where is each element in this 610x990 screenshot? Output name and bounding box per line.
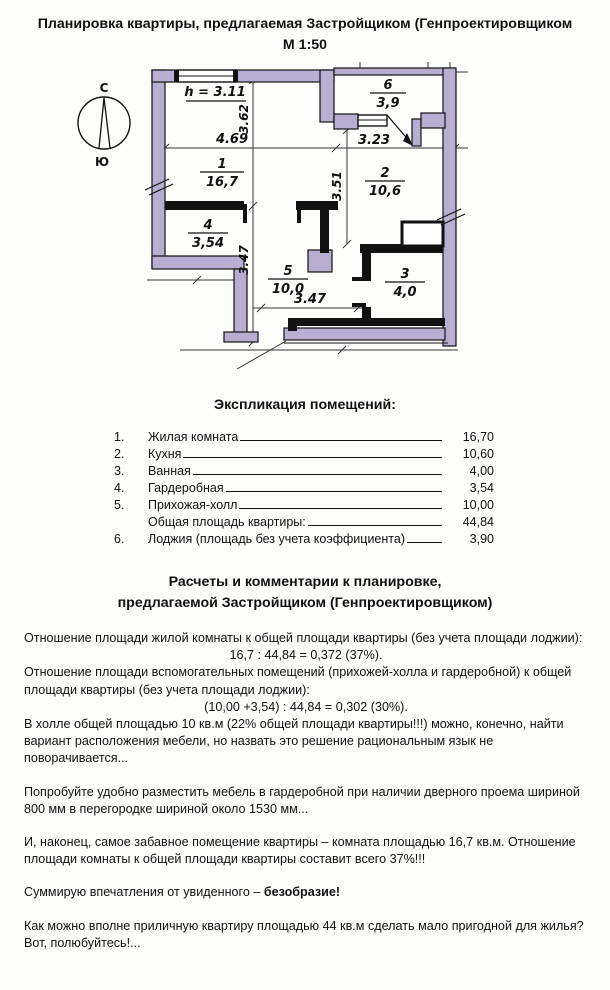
room-label-6: 6 3,9 [370,78,406,111]
svg-text:10,6: 10,6 [369,184,401,199]
room-label-4: 4 3,54 [188,218,228,251]
ceiling-height-label: h = 3.11 [184,85,245,100]
row-number: 5. [114,498,125,512]
svg-text:6: 6 [383,78,392,93]
comments-heading-line-2: предлагаемой Застройщиком (Генпроектиров… [117,595,493,611]
vent-shaft [400,220,445,248]
row-label: Ванная [148,464,191,478]
row-number: 2. [114,447,125,461]
interior-partitions [165,201,445,331]
row-label: Прихожая-холл [148,498,238,512]
row-leader-line [307,525,442,526]
dimension-labels: 4.69 3.23 3.62 3.51 3.47 3.47 [215,104,390,307]
wall-break-marks [144,178,466,226]
paragraph-3: В холле общей площадью 10 кв.м (22% обще… [24,717,564,766]
explication-row: 1. Жилая комната 16,70 [114,427,494,444]
row-value: 3,54 [469,481,494,495]
explication-heading: Экспликация помещений: [214,397,396,413]
paragraph-4: Попробуйте удобно разместить мебель в га… [24,784,580,816]
room-label-1: 1 16,7 [200,157,244,190]
row-number: 3. [114,464,125,478]
svg-text:4,0: 4,0 [392,285,416,300]
explication-row: 5. Прихожая-холл 10,00 [114,495,494,512]
row-label: Общая площадь квартиры: [148,515,306,529]
title-line-1: Планировка квартиры, предлагаемая Застро… [37,16,573,32]
dim-room1-width: 4.69 [215,132,248,147]
floor-plan-drawing: С Ю h = 3.11 1 16,7 6 3,9 2 10,6 [77,62,468,370]
svg-text:3: 3 [400,267,409,282]
windows [174,69,448,344]
row-number: 6. [114,532,125,546]
paragraph-2-formula: (10,00 +3,54) : 44,84 = 0,302 (30%). [204,699,408,714]
paragraph-1-formula: 16,7 : 44,84 = 0,372 (37%). [229,648,383,663]
ceiling-height: h = 3.11 [184,85,246,102]
compass-north-label: С [100,81,109,95]
row-value: 4,00 [469,464,494,478]
dim-room1-height: 3.62 [237,104,251,134]
comments-heading-line-1: Расчеты и комментарии к планировке, [168,574,442,590]
dim-kitchen-width: 3.23 [358,133,390,148]
explication-row-total: Общая площадь квартиры: 44,84 [114,512,494,529]
comments-body: Отношение площади жилой комнаты к общей … [24,630,588,952]
row-label: Гардеробная [148,481,224,495]
paragraph-1-text: Отношение площади жилой комнаты к общей … [24,631,583,645]
room-label-5: 5 10,0 [268,264,308,297]
svg-text:10,0: 10,0 [272,282,304,297]
row-leader-line [192,474,442,475]
row-label: Жилая комната [148,430,239,444]
row-leader-line [407,542,442,543]
row-leader-line [239,508,442,509]
dim-hall-width: 3.47 [294,292,327,307]
row-value: 10,60 [462,447,494,461]
row-number: 1. [114,430,125,444]
row-value: 16,70 [462,430,494,444]
paragraph-6-bold: безобразие! [263,885,341,900]
row-leader-line [183,457,442,458]
paragraph-7: Как можно вполне приличную квартиру площ… [24,918,584,950]
room-label-3: 3 4,0 [385,267,425,300]
room-label-2: 2 10,6 [365,166,405,199]
paragraph-2: Отношение площади вспомогательных помеще… [24,664,588,716]
row-label: Кухня [148,447,182,461]
leader-line [236,340,287,370]
row-value: 44,84 [462,515,494,529]
row-number: 4. [114,481,125,495]
explication-list: 1. Жилая комната 16,70 2. Кухня 10,60 3.… [114,427,494,546]
svg-text:2: 2 [380,166,389,181]
paragraph-6-text: Суммирую впечатления от увиденного – [24,885,264,900]
row-label: Лоджия (площадь без учета коэффициента) [148,532,405,546]
svg-text:3,54: 3,54 [192,236,224,251]
compass-south-label: Ю [95,155,109,169]
svg-text:3,9: 3,9 [376,96,399,111]
comments-heading: Расчеты и комментарии к планировке, пред… [0,572,610,614]
row-leader-line [240,440,442,441]
paragraph-2-text: Отношение площади вспомогательных помеще… [24,665,572,697]
title-line-2: М 1:50 [282,37,328,53]
dim-kitchen-height: 3.51 [330,171,344,201]
dim-hall-height: 3.47 [237,245,251,275]
explication-row: 3. Ванная 4,00 [114,461,494,478]
svg-text:5: 5 [283,264,292,279]
explication-row: 6. Лоджия (площадь без учета коэффициент… [114,529,494,546]
paragraph-1: Отношение площади жилой комнаты к общей … [24,630,588,664]
svg-text:16,7: 16,7 [206,175,239,190]
svg-text:4: 4 [202,218,212,233]
room-labels: 1 16,7 6 3,9 2 10,6 4 3,54 5 [188,78,425,300]
row-leader-line [225,491,442,492]
floor-plan: С Ю h = 3.11 1 16,7 6 3,9 2 10,6 [0,62,610,389]
exterior-walls [151,67,457,347]
row-value: 10,00 [462,498,494,512]
paragraph-6: Суммирую впечатления от увиденного – без… [24,884,588,901]
compass: С Ю [77,81,131,169]
explication-row: 4. Гардеробная 3,54 [114,478,494,495]
page-title: Планировка квартиры, предлагаемая Застро… [0,0,610,56]
row-value: 3,90 [469,532,494,546]
explication-row: 2. Кухня 10,60 [114,444,494,461]
svg-text:1: 1 [217,157,226,172]
paragraph-5: И, наконец, самое забавное помещение ква… [24,835,576,867]
